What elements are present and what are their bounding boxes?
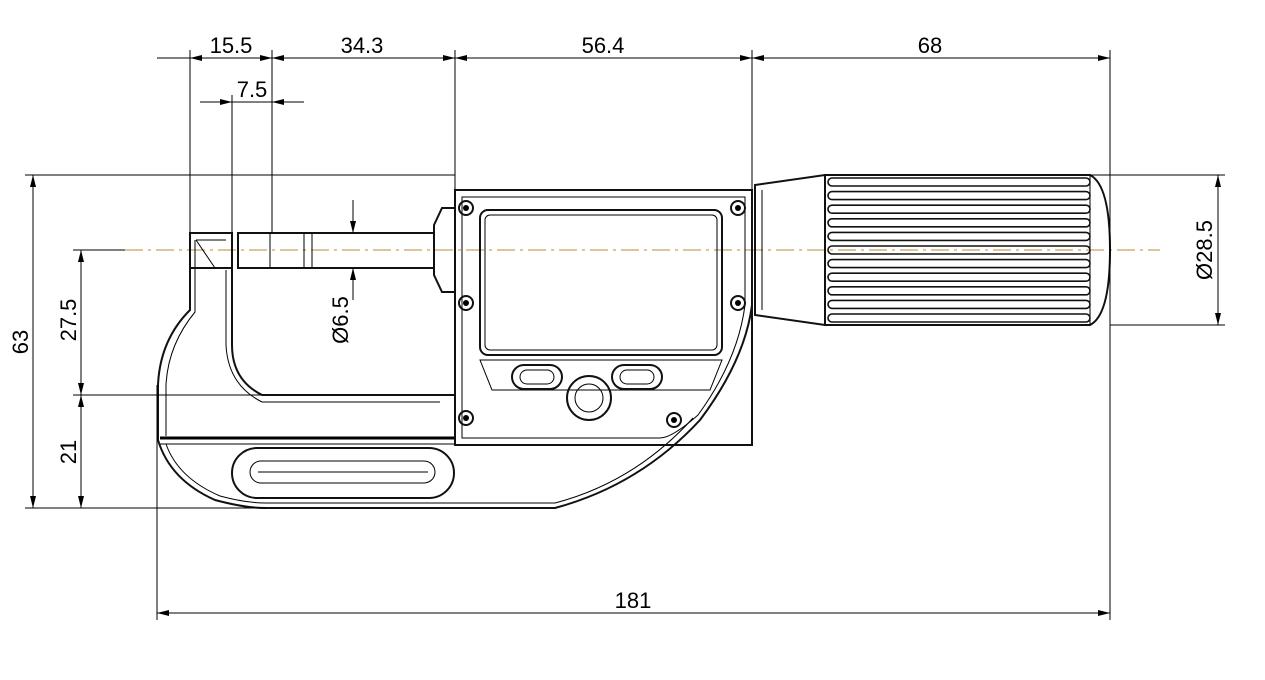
lcd-screen — [479, 209, 723, 356]
dim-label-68: 68 — [918, 33, 942, 58]
knurl-ridge — [827, 190, 1091, 201]
dimensions: 15.5 34.3 56.4 68 7.5 Ø6.5 Ø28.5 63 — [8, 33, 1225, 620]
grip-slot-inner — [249, 460, 436, 484]
screws — [458, 200, 746, 428]
knurl-ridge — [827, 299, 1091, 310]
button-tray — [479, 359, 723, 391]
anvil — [189, 232, 233, 269]
knurl-ridge — [827, 231, 1091, 242]
frame-inner-outline — [165, 240, 196, 436]
dim-label-15-5: 15.5 — [210, 33, 253, 58]
knurl-ridges — [827, 177, 1091, 323]
dim-label-56-4: 56.4 — [582, 33, 625, 58]
dim-label-181: 181 — [615, 588, 652, 613]
grip-slot — [231, 447, 455, 499]
frame-lower-arc — [165, 417, 694, 504]
dim-label-28-5: Ø28.5 — [1192, 220, 1217, 280]
knurl-ridge — [827, 218, 1091, 228]
knurl-ridge — [827, 285, 1091, 296]
dim-label-21: 21 — [56, 440, 81, 464]
housing-inner-outline — [461, 196, 746, 439]
lcd-screen-inner — [484, 214, 718, 351]
knurl-ridge — [827, 177, 1091, 187]
left-button — [511, 364, 563, 390]
frame-outline — [157, 189, 753, 509]
knurl-ridge — [827, 313, 1091, 323]
knurl-ridge — [827, 204, 1091, 214]
center-button — [566, 375, 612, 421]
knurl-ridge — [827, 272, 1091, 283]
dim-label-6-5: Ø6.5 — [328, 296, 353, 344]
dim-label-7-5: 7.5 — [237, 77, 268, 102]
housing-plate — [454, 189, 753, 446]
dim-label-63: 63 — [8, 330, 33, 354]
knurl-ridge — [827, 258, 1091, 269]
right-button — [611, 364, 663, 390]
dim-label-27-5: 27.5 — [56, 299, 81, 342]
dim-label-34-3: 34.3 — [341, 33, 384, 58]
knurl-ridge — [827, 245, 1091, 255]
frame-anvil-inner — [225, 270, 440, 403]
display-housing — [454, 189, 753, 446]
micrometer-body — [157, 189, 753, 509]
